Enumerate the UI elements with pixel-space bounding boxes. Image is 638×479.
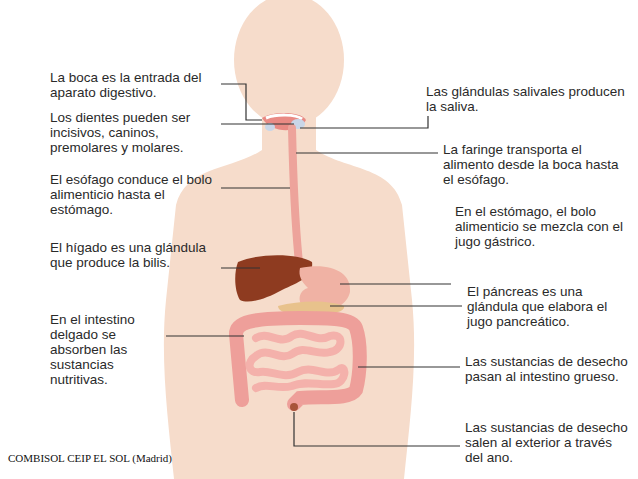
organ-label: En el intestino delgado se absorben las … <box>50 312 162 387</box>
organ-label: Las sustancias de desecho salen al exter… <box>465 420 633 465</box>
organ-label: Las glándulas salivales producen la sali… <box>426 84 626 114</box>
large-intestine <box>236 318 360 404</box>
organ-label: La faringe transporta el alimento desde … <box>443 142 631 187</box>
organ-label: El hígado es una glándula que produce la… <box>50 240 218 270</box>
esophagus <box>292 128 300 272</box>
anus <box>290 403 298 411</box>
organ-label: El esófago conduce el bolo alimenticio h… <box>50 172 218 217</box>
leader-lines <box>166 84 462 446</box>
small-intestine <box>250 334 345 388</box>
organ-label: En el estómago, el bolo alimenticio se m… <box>455 204 633 249</box>
organ-label: El páncreas es una glándula que elabora … <box>467 284 633 329</box>
organ-label: La boca es la entrada del aparato digest… <box>50 70 218 100</box>
mouth <box>262 113 306 131</box>
organ-label: Las sustancias de desecho pasan al intes… <box>465 354 633 384</box>
watermark: COMBISOL CEIP EL SOL (Madrid) <box>8 452 172 465</box>
organ-label: Los dientes pueden ser incisivos, canino… <box>50 110 218 155</box>
